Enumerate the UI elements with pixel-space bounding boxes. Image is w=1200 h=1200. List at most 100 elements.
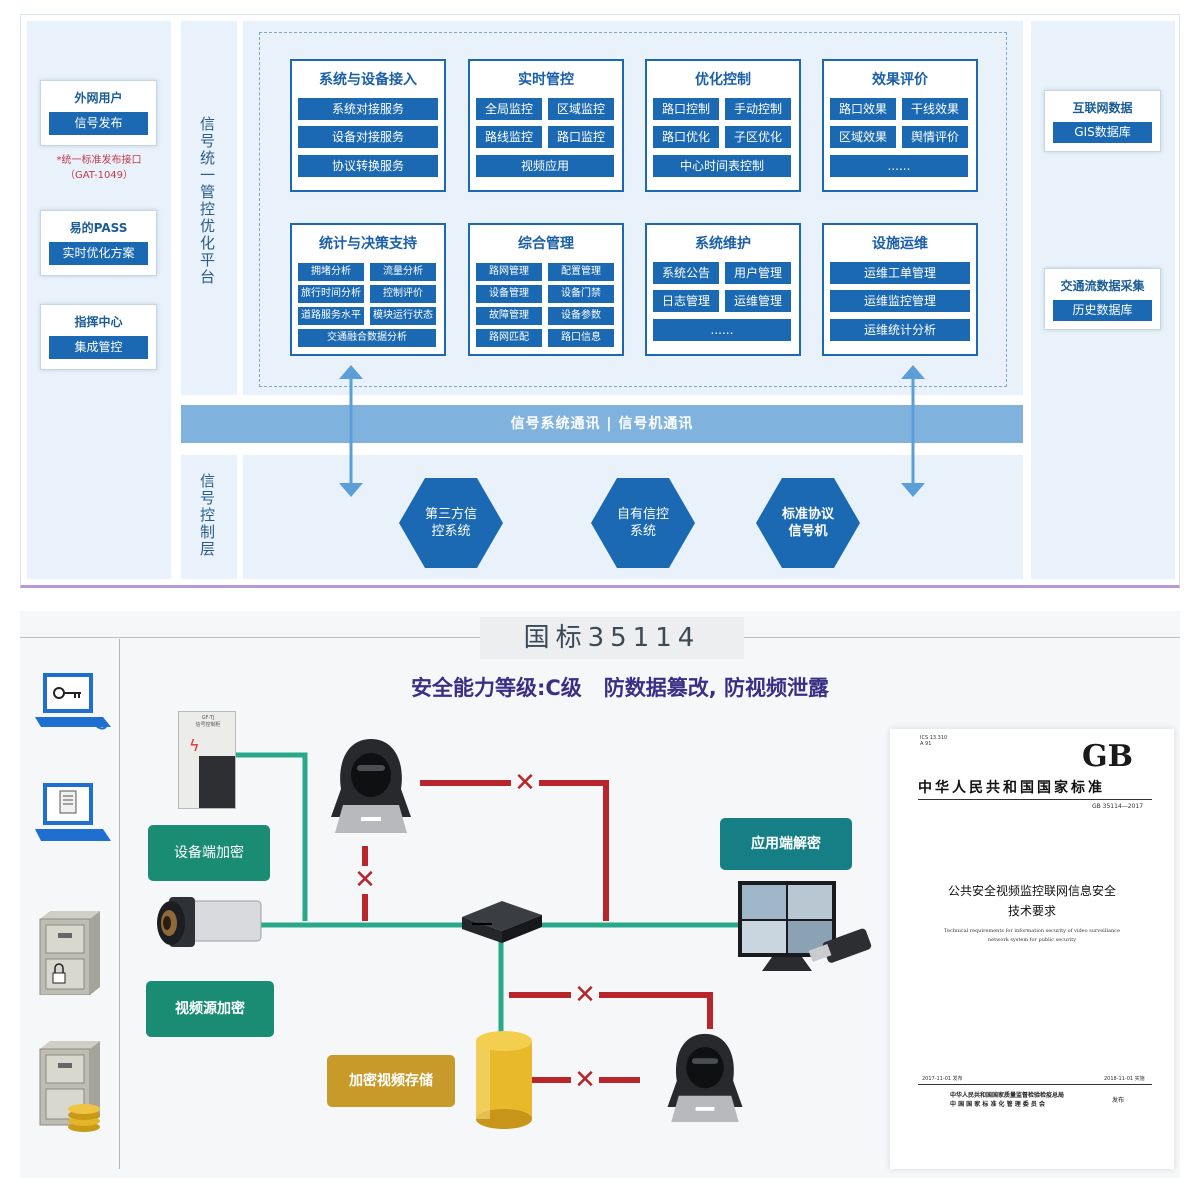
module-item[interactable]: 故障管理 xyxy=(476,307,542,325)
cabinet-panel xyxy=(199,756,235,808)
cross-icon: ✕ xyxy=(511,769,539,797)
module-item[interactable]: 配置管理 xyxy=(548,263,614,281)
module-statistics-decision: 统计与决策支持 拥堵分析 流量分析 旅行时间分析 控制评价 道路服务水平 模块运… xyxy=(290,223,446,356)
security-diagram: 国标35114 安全能力等级:C级 防数据篡改, 防视频泄露 xyxy=(20,611,1180,1178)
module-integrated-management: 综合管理 路网管理 配置管理 设备管理 设备门禁 故障管理 设备参数 路网匹配 … xyxy=(468,223,624,356)
module-item[interactable]: 干线效果 xyxy=(902,98,968,120)
module-item[interactable]: 控制评价 xyxy=(370,285,436,303)
module-item[interactable]: 路线监控 xyxy=(476,126,542,148)
signal-release-button[interactable]: 信号发布 xyxy=(49,112,148,135)
module-item[interactable]: 交通融合数据分析 xyxy=(298,329,436,347)
module-item[interactable]: 用户管理 xyxy=(725,262,791,284)
module-item[interactable]: 路网匹配 xyxy=(476,329,542,347)
module-item[interactable]: 日志管理 xyxy=(653,290,719,312)
module-item[interactable]: 路网管理 xyxy=(476,263,542,281)
module-item[interactable]: 舆情评价 xyxy=(902,126,968,148)
communication-bar: 信号系统通讯 | 信号机通讯 xyxy=(181,405,1023,443)
module-item[interactable]: 流量分析 xyxy=(370,263,436,281)
module-item[interactable]: 中心时间表控制 xyxy=(653,155,791,177)
encrypted-storage-label: 加密视频存储 xyxy=(327,1055,455,1107)
module-item[interactable]: 路口优化 xyxy=(653,126,719,148)
module-item[interactable]: 拥堵分析 xyxy=(298,263,364,281)
app-decrypt-label: 应用端解密 xyxy=(720,818,852,870)
module-item[interactable]: 旅行时间分析 xyxy=(298,285,364,303)
camera-icon xyxy=(157,897,262,947)
module-title: 设施运维 xyxy=(872,236,928,252)
module-item[interactable]: 设备管理 xyxy=(476,285,542,303)
cabinet-coins-icon xyxy=(39,1041,100,1132)
control-layer-label: 信号控制层 xyxy=(198,473,216,558)
module-item[interactable]: 区域效果 xyxy=(830,126,896,148)
lightning-icon: ϟ xyxy=(189,736,200,755)
platform-label-column: 信号统一管控优化平台 xyxy=(181,21,237,395)
left-icon-column xyxy=(20,639,120,1169)
integrated-control-button[interactable]: 集成管控 xyxy=(49,336,148,359)
internet-data-title: 互联网数据 xyxy=(1072,101,1133,115)
module-item[interactable]: 路口监控 xyxy=(548,126,614,148)
module-item[interactable]: 运维工单管理 xyxy=(830,262,970,284)
document-rule-bottom xyxy=(918,1084,1152,1085)
document-code: GB 35114—2017 xyxy=(1092,803,1144,810)
standard-interface-note: *统一标准发布接口 （GAT-1049） xyxy=(56,155,142,181)
module-item[interactable]: 设备对接服务 xyxy=(298,126,438,148)
module-item[interactable]: 模块运行状态 xyxy=(370,307,436,325)
module-title: 综合管理 xyxy=(518,236,574,252)
module-item[interactable]: 手动控制 xyxy=(725,98,791,120)
module-item[interactable]: 视频应用 xyxy=(476,155,614,177)
module-item[interactable]: 运维统计分析 xyxy=(830,319,970,341)
left-panel: 外网用户 信号发布 *统一标准发布接口 （GAT-1049） 易的PASS 实时… xyxy=(27,21,171,579)
module-area-dashed-border xyxy=(259,32,1007,387)
cross-icon: ✕ xyxy=(351,866,379,894)
module-item[interactable]: 协议转换服务 xyxy=(298,155,438,177)
document-title-cn: 公共安全视频监控联网信息安全 技术要求 xyxy=(947,884,1116,918)
hacker-icon xyxy=(331,739,411,833)
module-system-access: 系统与设备接入 系统对接服务 设备对接服务 协议转换服务 xyxy=(290,59,446,192)
module-item[interactable]: 运维监控管理 xyxy=(830,290,970,312)
module-item[interactable]: 路口效果 xyxy=(830,98,896,120)
module-optimization-control: 优化控制 路口控制 手动控制 路口优化 子区优化 中心时间表控制 xyxy=(645,59,801,192)
document-org: 中华人民共和国国家标准 xyxy=(918,780,1105,796)
module-item[interactable]: 路口控制 xyxy=(653,98,719,120)
module-item[interactable]: 区域监控 xyxy=(548,98,614,120)
module-title: 实时管控 xyxy=(518,72,574,88)
module-effect-evaluation: 效果评价 路口效果 干线效果 区域效果 舆情评价 ...... xyxy=(822,59,978,192)
module-title: 效果评价 xyxy=(872,72,928,88)
module-item[interactable]: ...... xyxy=(653,319,791,341)
cross-icon: ✕ xyxy=(571,981,599,1009)
cabinet-caption: GF-TJ 信号控制柜 xyxy=(195,715,221,728)
module-item[interactable]: 路口信息 xyxy=(548,329,614,347)
module-system-maintenance: 系统维护 系统公告 用户管理 日志管理 运维管理 ...... xyxy=(645,223,801,356)
document-rule xyxy=(918,799,1152,800)
cross-icon: ✕ xyxy=(571,1066,599,1094)
double-arrow-icon xyxy=(901,365,925,497)
module-item[interactable]: 全局监控 xyxy=(476,98,542,120)
module-item[interactable]: ...... xyxy=(830,155,968,177)
gb-logo: GB xyxy=(1082,739,1133,774)
nvr-device-icon xyxy=(462,901,542,943)
module-item[interactable]: 系统对接服务 xyxy=(298,98,438,120)
easy-pass-title: 易的PASS xyxy=(69,221,128,235)
module-item[interactable]: 设备参数 xyxy=(548,307,614,325)
history-database-button[interactable]: 历史数据库 xyxy=(1053,300,1152,321)
module-item[interactable]: 子区优化 xyxy=(725,126,791,148)
source-encrypt-label: 视频源加密 xyxy=(146,981,274,1037)
gis-database-button[interactable]: GIS数据库 xyxy=(1053,122,1152,143)
realtime-plan-button[interactable]: 实时优化方案 xyxy=(49,242,148,265)
external-users-card: 外网用户 信号发布 xyxy=(40,80,157,146)
database-cylinder-icon xyxy=(476,1031,532,1129)
module-facility-operations: 设施运维 运维工单管理 运维监控管理 运维统计分析 xyxy=(822,223,978,356)
module-title: 系统与设备接入 xyxy=(319,72,417,88)
document-issue-word: 发布 xyxy=(1112,1097,1125,1104)
module-title: 优化控制 xyxy=(695,72,751,88)
module-item[interactable]: 道路服务水平 xyxy=(298,307,364,325)
command-center-title: 指挥中心 xyxy=(74,315,123,329)
module-item[interactable]: 设备门禁 xyxy=(548,285,614,303)
module-title: 系统维护 xyxy=(695,236,751,252)
module-realtime-control: 实时管控 全局监控 区域监控 路线监控 路口监控 视频应用 xyxy=(468,59,624,192)
computer-key-icon xyxy=(35,673,111,730)
hexagon-third-party-system: 第三方信 控系统 xyxy=(399,478,503,568)
double-arrow-icon xyxy=(339,365,363,497)
module-item[interactable]: 运维管理 xyxy=(725,290,791,312)
module-item[interactable]: 系统公告 xyxy=(653,262,719,284)
locked-cabinet-icon xyxy=(39,911,100,995)
